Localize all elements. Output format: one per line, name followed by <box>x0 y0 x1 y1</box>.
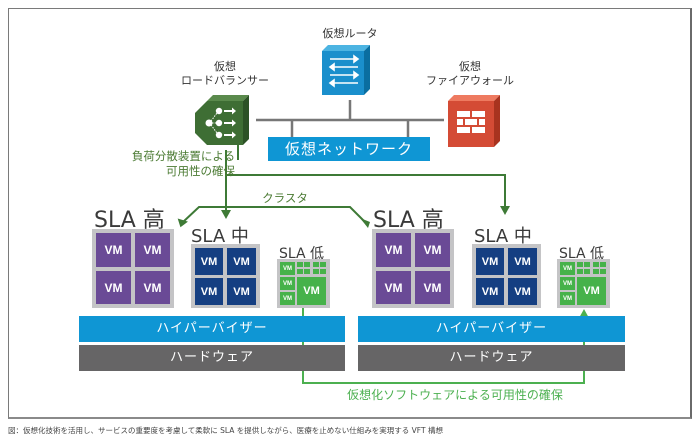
sla-high-title: SLA 高 <box>94 208 165 233</box>
vm-box: VM <box>195 278 223 305</box>
vm-box: VM <box>227 278 256 305</box>
lb-availability-line1: 負荷分散装置による <box>131 149 235 163</box>
arrow-heads-dark <box>177 206 510 228</box>
vm-box-tiny <box>304 262 310 267</box>
hypervisor-bar: ハイパーバイザー <box>79 316 345 342</box>
hardware-bar: ハードウェア <box>79 345 345 371</box>
vm-box: VM <box>560 292 575 305</box>
lb-label-line1: 仮想 <box>214 60 236 73</box>
vm-box-tiny <box>600 269 606 274</box>
firewall-icon <box>448 95 500 147</box>
vm-box: VM <box>415 271 450 304</box>
vm-box: VM <box>508 278 537 305</box>
lb-availability-line2: 可用性の確保 <box>166 164 235 178</box>
vm-box-tiny <box>320 262 326 267</box>
sla-low-group: VM VM VM VM <box>557 259 610 308</box>
lb-label-line2: ロードバランサー <box>181 74 269 87</box>
fw-label-line1: 仮想 <box>459 60 481 73</box>
vm-box: VM <box>476 248 504 275</box>
diagram-frame <box>8 8 692 419</box>
sla-low-title: SLA 低 <box>279 246 325 262</box>
vm-box: VM <box>376 233 411 267</box>
figure-caption: 図：仮想化技術を活用し、サービスの重要度を考慮して柔軟に SLA を提供しながら… <box>8 426 443 435</box>
sla-mid-title: SLA 中 <box>191 226 249 247</box>
vm-box: VM <box>96 233 131 267</box>
vm-box-tiny <box>297 262 303 267</box>
vm-box-tiny <box>584 262 590 267</box>
vm-box: VM <box>227 248 256 275</box>
vm-box-tiny <box>584 269 590 274</box>
vm-box-tiny <box>577 269 583 274</box>
vm-box: VM <box>280 292 295 305</box>
vm-box: VM <box>508 248 537 275</box>
vm-box: VM <box>195 248 223 275</box>
fw-label-line2: ファイアウォール <box>426 74 514 87</box>
virtual-network-bar: 仮想ネットワーク <box>268 137 430 161</box>
vm-box-tiny <box>320 269 326 274</box>
software-availability-arrow-head <box>579 309 589 318</box>
lb-distribution-lines <box>182 150 506 223</box>
vm-box-tiny <box>313 269 319 274</box>
sla-low-title: SLA 低 <box>559 246 605 262</box>
vm-box: VM <box>96 271 131 304</box>
vm-box-tiny <box>313 262 319 267</box>
sla-low-group: VM VM VM VM <box>277 259 330 308</box>
sla-high-title: SLA 高 <box>373 208 444 233</box>
sla-high-group: VM VM VM VM <box>372 229 454 308</box>
sla-mid-group: VM VM VM VM <box>472 244 541 308</box>
vm-box: VM <box>560 262 575 275</box>
load-balancer-icon <box>195 95 249 145</box>
vm-box: VM <box>560 277 575 290</box>
vm-box-tiny <box>577 262 583 267</box>
vm-box-tiny <box>304 269 310 274</box>
sla-mid-title: SLA 中 <box>474 226 532 247</box>
vm-box-tiny <box>593 262 599 267</box>
vm-box-tiny <box>297 269 303 274</box>
cluster-label: クラスタ <box>262 191 308 205</box>
vm-box: VM <box>415 233 450 267</box>
vm-box-large: VM <box>577 277 606 305</box>
vm-box-tiny <box>593 269 599 274</box>
hardware-bar: ハードウェア <box>358 345 625 371</box>
vm-box-tiny <box>600 262 606 267</box>
vm-box: VM <box>280 262 295 275</box>
vm-box: VM <box>135 233 170 267</box>
vm-box: VM <box>376 271 411 304</box>
hypervisor-bar: ハイパーバイザー <box>358 316 625 342</box>
vm-box: VM <box>280 277 295 290</box>
vm-box: VM <box>135 271 170 304</box>
sla-mid-group: VM VM VM VM <box>191 244 260 308</box>
sla-high-group: VM VM VM VM <box>92 229 174 308</box>
vm-box-large: VM <box>297 277 326 305</box>
router-label: 仮想ルータ <box>322 27 378 40</box>
vm-box: VM <box>476 278 504 305</box>
router-icon <box>322 45 370 95</box>
software-availability-label: 仮想化ソフトウェアによる可用性の確保 <box>347 388 563 402</box>
